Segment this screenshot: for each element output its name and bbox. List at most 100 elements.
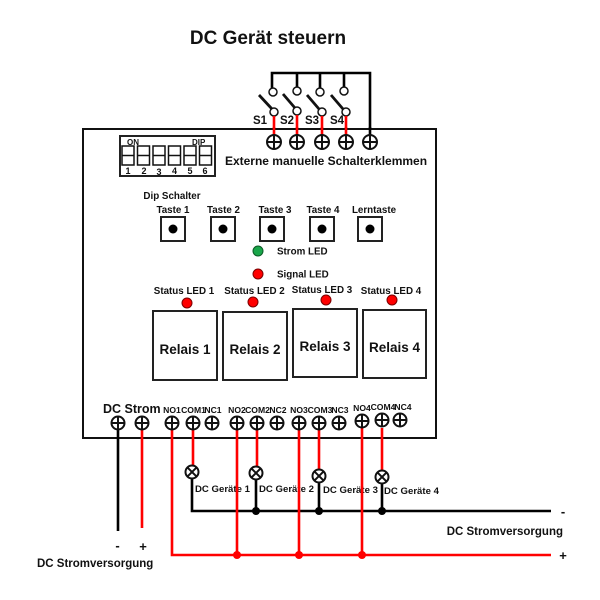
terminal-screw-icon <box>134 415 150 431</box>
signal-led-label: Signal LED <box>277 270 329 281</box>
push-button-dot-icon <box>365 224 375 234</box>
status-led-label: Status LED 2 <box>224 286 285 297</box>
status-led-icon <box>320 294 332 306</box>
switch-s3: S3 <box>305 87 327 135</box>
terminal-screw-icon <box>289 134 305 150</box>
status-led-label: Status LED 1 <box>154 286 215 297</box>
diagram-title: DC Gerät steuern <box>190 28 346 49</box>
device-label: DC Geräte 4 <box>384 486 440 497</box>
dip-on-label: ON <box>127 138 139 147</box>
button-label: Lerntaste <box>352 205 397 216</box>
switch-lever-icon <box>257 94 274 110</box>
terminal-screw-icon <box>311 415 327 431</box>
dip-toggle-5 <box>183 145 197 166</box>
push-button-1 <box>160 216 186 242</box>
switch-lever-icon <box>329 94 345 110</box>
terminal-label: NC3 <box>331 405 348 415</box>
switch-lever-icon <box>305 94 321 110</box>
terminal-screw-icon <box>314 134 330 150</box>
junction-dot <box>252 507 260 515</box>
status-led-icon <box>247 296 259 308</box>
switch-label: S3 <box>305 115 319 127</box>
push-button-2 <box>210 216 236 242</box>
terminal-screw-icon <box>291 415 307 431</box>
button-label: Taste 3 <box>258 205 292 216</box>
terminal-screw-icon <box>266 134 282 150</box>
load-power-supply: - DC Stromversorgung + <box>447 504 568 563</box>
terminal-label: COM3 <box>308 405 333 415</box>
junction-dot <box>378 507 386 515</box>
lamp-icon <box>248 465 264 481</box>
dip-position-number: 6 <box>202 166 207 176</box>
power-led-label: Strom LED <box>277 247 328 258</box>
push-button-dot-icon <box>267 224 277 234</box>
dip-switch: ON DIP 1 2 3 4 5 6 <box>119 135 216 177</box>
device-label: DC Geräte 1 <box>195 484 251 495</box>
terminal-screw-icon <box>362 134 378 150</box>
relay-1: Status LED 1 Relais 1 <box>152 286 218 381</box>
dip-label: DIP <box>192 138 206 147</box>
switch-contact-top <box>268 87 278 97</box>
terminal-screw-icon <box>392 412 408 428</box>
relay-4: Status LED 4 Relais 4 <box>361 286 427 379</box>
terminal-label: NO3 <box>290 405 308 415</box>
terminal-screw-icon <box>354 413 370 429</box>
supply-label: DC Stromversorgung <box>37 558 153 570</box>
terminal-screw-icon <box>269 415 285 431</box>
terminal-screw-icon <box>374 412 390 428</box>
dip-position-number: 2 <box>141 166 146 176</box>
dc-power-terminal-label: DC Strom <box>103 402 161 416</box>
terminal-label: COM1 <box>181 405 206 415</box>
relay-box <box>362 309 427 379</box>
switch-contact-bottom <box>317 107 327 117</box>
push-button-dot-icon <box>218 224 228 234</box>
switch-contact-top <box>315 87 325 97</box>
external-terminals-label: Externe manuelle Schalterklemmen <box>225 154 427 168</box>
supply-minus-sign: - <box>115 538 119 553</box>
device-label: DC Geräte 3 <box>323 485 378 496</box>
push-button-dot-icon <box>317 224 327 234</box>
relay-terminal-labels: NO1 COM1 NC1 NO2 COM2 NC2 NO3 COM3 NC3 N… <box>163 402 412 415</box>
junction-dot <box>295 551 303 559</box>
relay-3: Status LED 3 Relais 3 <box>292 285 358 378</box>
relay-label: Relais 2 <box>229 342 280 357</box>
terminal-label: COM4 <box>371 402 396 412</box>
terminal-label: NC1 <box>204 405 221 415</box>
switch-lever-icon <box>281 93 297 109</box>
load-supply-label: DC Stromversorgung <box>447 526 563 538</box>
relay-label: Relais 1 <box>159 342 211 357</box>
terminal-screw-icon <box>331 415 347 431</box>
dip-position-number: 3 <box>156 167 161 177</box>
relay-box <box>292 308 358 378</box>
terminal-screw-icon <box>249 415 265 431</box>
lamp-icon <box>184 464 200 480</box>
button-label: Taste 1 <box>156 205 190 216</box>
dip-position-number: 1 <box>125 166 130 176</box>
relay-box <box>152 310 218 381</box>
dip-switch-caption: Dip Schalter <box>143 191 200 202</box>
external-switch-group: S1 S2 S3 S4 <box>253 71 372 135</box>
push-buttons: Taste 1 Taste 2 Taste 3 Taste 4 Lerntast… <box>156 205 397 242</box>
load-positive-bus <box>170 430 551 557</box>
terminal-label: COM2 <box>245 405 270 415</box>
terminal-label: NO4 <box>353 403 371 413</box>
external-switch-terminals <box>266 134 378 150</box>
power-led-icon <box>252 245 264 257</box>
relay-box <box>222 311 288 381</box>
switch-contact-bottom <box>269 107 279 117</box>
relay-label: Relais 4 <box>369 340 421 355</box>
terminal-label: NO2 <box>228 405 246 415</box>
switch-contact-top <box>339 86 349 96</box>
junction-dot <box>315 507 323 515</box>
terminal-label: NC4 <box>394 402 411 412</box>
relay-label: Relais 3 <box>299 339 351 354</box>
terminal-screw-icon <box>164 415 180 431</box>
switch-label: S1 <box>253 115 268 127</box>
dip-toggle-4 <box>167 145 182 166</box>
dip-toggle-1 <box>121 145 135 166</box>
status-led-icon <box>386 294 398 306</box>
junction-dot <box>233 551 241 559</box>
dip-toggle-3 <box>152 145 166 166</box>
button-label: Taste 2 <box>207 205 241 216</box>
